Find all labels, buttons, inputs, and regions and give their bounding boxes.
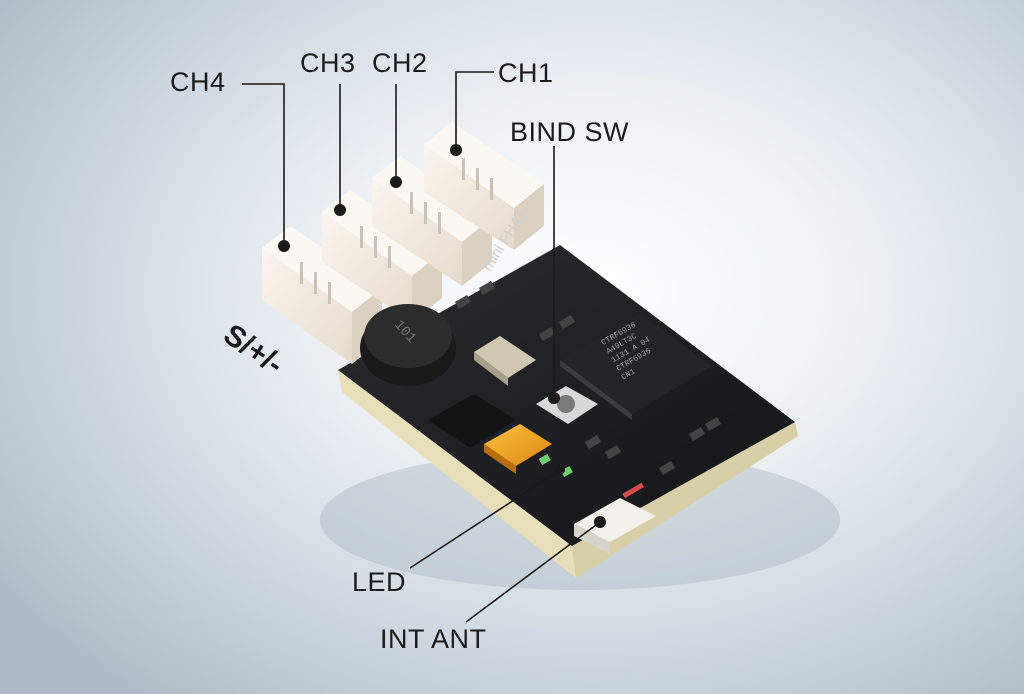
leader-dots — [278, 144, 606, 528]
pcb-edge-front — [338, 370, 576, 578]
smd-components — [454, 281, 722, 475]
rf-chip — [560, 314, 712, 420]
connector-ch1 — [424, 122, 544, 250]
label-ch4: CH4 — [170, 67, 226, 97]
crystal — [474, 336, 536, 386]
label-ch1: CH1 — [498, 58, 554, 88]
label-ch3: CH3 — [300, 48, 356, 78]
voltage-regulator — [428, 394, 516, 448]
inductor — [360, 304, 456, 386]
label-int-ant: INT ANT — [380, 624, 487, 654]
label-bind-sw: BIND SW — [510, 117, 630, 147]
chip-antenna — [574, 482, 656, 554]
label-led: LED — [352, 567, 407, 597]
pcb-edge-right — [572, 422, 798, 578]
tantalum-capacitor — [484, 424, 552, 474]
leader-lines — [242, 71, 601, 623]
led-green — [538, 454, 551, 466]
label-ch2: CH2 — [372, 48, 428, 78]
connector-ch3 — [322, 190, 442, 322]
connector-ch2 — [372, 156, 492, 286]
led-green-2 — [560, 466, 573, 478]
